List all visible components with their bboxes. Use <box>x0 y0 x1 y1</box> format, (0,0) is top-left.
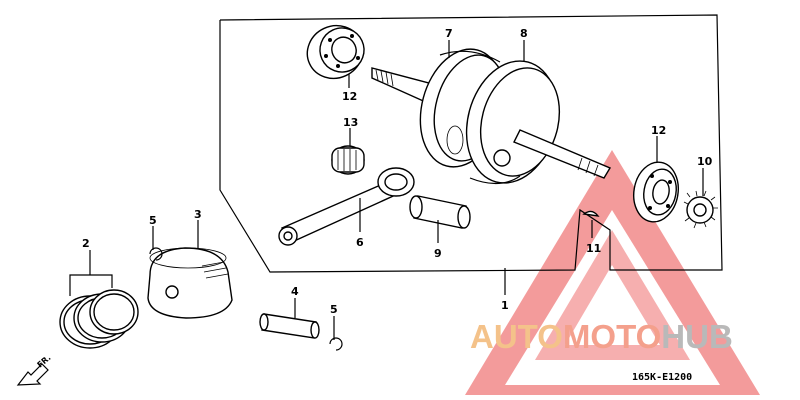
label-part-1: 1 <box>501 299 509 312</box>
piston-pin <box>259 313 320 339</box>
needle-bearing <box>331 145 365 175</box>
label-part-11: 11 <box>586 242 601 255</box>
gear-washer <box>683 190 718 229</box>
connecting-rod <box>278 167 415 246</box>
assembly-outline <box>219 14 723 273</box>
circlip-upper <box>149 247 163 261</box>
crank-pin <box>409 195 471 229</box>
label-part-12-right: 12 <box>651 124 666 137</box>
front-label: FR. <box>36 353 53 369</box>
label-part-3: 3 <box>194 208 202 221</box>
label-part-6: 6 <box>356 236 364 249</box>
label-part-12-left: 12 <box>342 90 357 103</box>
label-part-5-upper: 5 <box>149 214 157 227</box>
watermark-triangle-logo <box>465 150 760 395</box>
crankshaft-right-shaft <box>513 129 612 179</box>
woodruff-key <box>582 210 600 217</box>
label-part-9: 9 <box>434 247 442 260</box>
bearing-right <box>633 161 679 223</box>
leader-lines <box>152 40 704 340</box>
bearing-left <box>306 24 365 80</box>
label-part-7: 7 <box>445 27 453 40</box>
label-part-10: 10 <box>697 155 713 168</box>
diagram-code: 165K-E1200 <box>632 372 692 383</box>
watermark-text: AUTOMOTOHUB <box>470 318 733 355</box>
piston-rings <box>59 250 139 349</box>
label-part-4: 4 <box>291 285 299 298</box>
label-part-13: 13 <box>343 116 358 129</box>
crank-webs <box>419 48 561 185</box>
label-part-5-lower: 5 <box>330 303 338 316</box>
label-part-8: 8 <box>520 27 528 40</box>
front-direction-arrow: FR. <box>16 353 53 386</box>
circlip-lower <box>329 337 343 351</box>
label-part-2: 2 <box>82 237 90 250</box>
piston <box>147 247 233 319</box>
